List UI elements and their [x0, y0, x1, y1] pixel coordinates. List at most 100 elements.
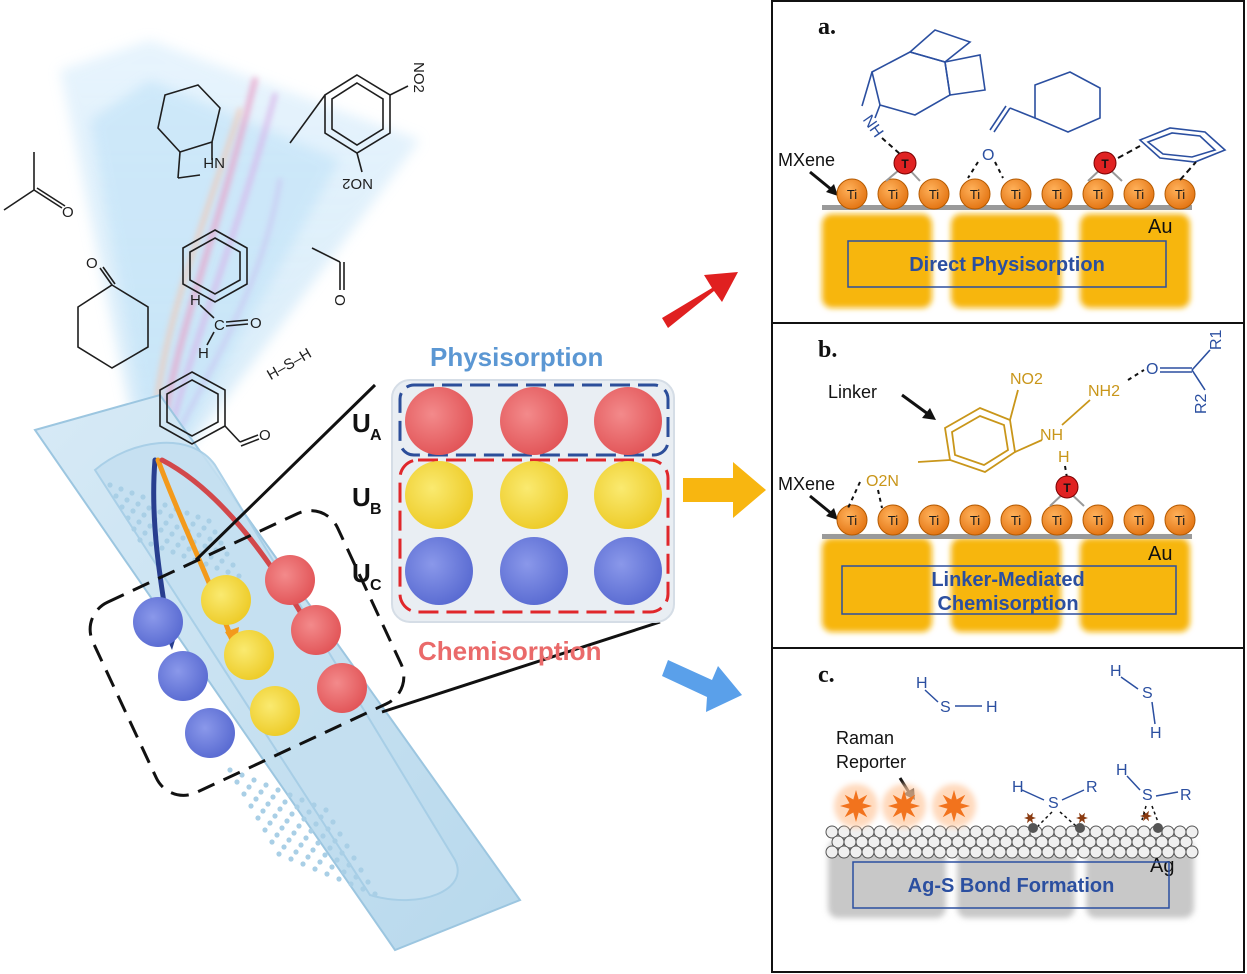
chip-microdot: [169, 531, 175, 537]
panel-a-ti-label: Ti: [1175, 187, 1185, 202]
svg-text:R: R: [1180, 787, 1192, 804]
panel-b-t-group: [1055, 475, 1079, 499]
benzaldehyde-o: O: [259, 427, 271, 444]
panel-b: b. Au Linker-Mediated Chemisorption Link…: [771, 322, 1245, 649]
chip-microdot: [163, 520, 169, 526]
panel-a-box-text: Direct Physisorption: [909, 254, 1105, 276]
light-beam: [60, 40, 420, 460]
panel-a-ti-atom: [959, 178, 991, 210]
chip-microdot: [241, 791, 247, 797]
ag-atom: [921, 845, 935, 859]
ag-atom: [1065, 845, 1079, 859]
chip-microdot: [225, 569, 231, 575]
svg-text:H: H: [1150, 725, 1162, 742]
chip-microdot: [291, 830, 297, 836]
panel-c-ag-lattice: [825, 825, 1199, 859]
panel-b-ti-label: Ti: [1093, 513, 1103, 528]
panel-a-ti-label: Ti: [1134, 187, 1144, 202]
array-spot-ub-1: [405, 461, 473, 529]
panel-a-t-label: T: [1101, 157, 1109, 171]
chip-microdot: [372, 891, 378, 897]
chip-microdot: [218, 540, 224, 546]
chip-microdot: [313, 821, 319, 827]
panel-c-h2s-left: H S H: [916, 675, 998, 716]
arrow-blue: [662, 660, 742, 712]
panel-b-box-text-2: Chemisorption: [937, 593, 1078, 615]
panel-b-nh2: NH2: [1088, 383, 1120, 400]
formaldehyde-h1: H: [190, 292, 201, 309]
ag-atom: [1017, 845, 1031, 859]
chip-microdot: [164, 538, 170, 544]
ag-atom: [1041, 845, 1055, 859]
array-spot-ub-2: [500, 461, 568, 529]
panel-c-ag-block: [957, 840, 1075, 918]
chip-microdot: [130, 508, 136, 514]
chip-sensor-spots: [133, 555, 367, 758]
chip-microdot: [289, 811, 295, 817]
panel-a-ti-label: Ti: [929, 187, 939, 202]
ag-atom: [897, 845, 911, 859]
acetaldehyde-o: O: [332, 294, 349, 306]
svg-text:B: B: [370, 501, 382, 518]
panel-c-hsr-1: H S R: [1012, 779, 1098, 827]
panel-a-o: O: [982, 147, 994, 164]
ag-atom: [885, 845, 899, 859]
molecule-nitrotoluene: [289, 74, 409, 173]
panel-b-mxene-arrowhead: [826, 508, 838, 520]
small-reporter-star: [1140, 810, 1152, 822]
ag-atom: [861, 845, 875, 859]
panel-c-bound-atom: [1153, 823, 1163, 833]
chip-microdot: [246, 784, 252, 790]
ag-atom: [1137, 845, 1151, 859]
chip-microdot: [196, 532, 202, 538]
chip-microdot: [317, 859, 323, 865]
chip-microdot: [325, 826, 331, 832]
panel-b-textbox: [841, 565, 1177, 615]
chip-spot-red: [317, 663, 367, 713]
cyclohexanone-o: O: [86, 255, 98, 272]
chip-microdot: [202, 543, 208, 549]
panel-b-gold-block: [951, 538, 1061, 632]
panel-a-ti-label: Ti: [1052, 187, 1062, 202]
ag-atom: [849, 845, 863, 859]
ag-atom: [993, 845, 1007, 859]
ag-atom: [873, 845, 887, 859]
panel-b-ti-label: Ti: [847, 513, 857, 528]
panel-a-ti-atom: [836, 178, 868, 210]
ag-atom: [1185, 825, 1199, 839]
chip-microdot: [131, 526, 137, 532]
chip-microdot: [170, 549, 176, 555]
panel-a-ti-atom: [877, 178, 909, 210]
panel-b-mxene-arrow: [809, 494, 833, 516]
acetone-o: O: [62, 204, 74, 221]
chip-microdot: [299, 797, 305, 803]
chip-microdot: [258, 789, 264, 795]
panel-a-t-group: [893, 151, 917, 175]
chip-microdot: [136, 519, 142, 525]
chip-microdot: [341, 869, 347, 875]
chip-microdot: [272, 813, 278, 819]
chip-microdot: [214, 565, 220, 571]
row-label-uc: U C: [352, 558, 382, 594]
chip-microdot: [288, 856, 294, 862]
panel-c-hsr-2: H S R: [1116, 762, 1192, 823]
chip-microdot: [146, 505, 152, 511]
chip-microdot: [203, 561, 209, 567]
array-spot-uc-2: [500, 537, 568, 605]
array-spot-ua-3: [594, 387, 662, 455]
chip-microdot: [107, 482, 113, 488]
molecule-cyclohexanone: [77, 266, 149, 369]
svg-text:S: S: [1142, 685, 1153, 702]
chip-microdot: [234, 779, 240, 785]
chip-spot-yellow: [224, 630, 274, 680]
chip-microdot: [346, 862, 352, 868]
panel-a-textbox: [847, 240, 1167, 288]
chip-microdot: [186, 546, 192, 552]
ag-atom: [1113, 845, 1127, 859]
chip-microdot: [124, 497, 130, 503]
panel-a-surface: [822, 205, 1192, 210]
panel-b-gold-block: [1080, 538, 1190, 632]
svg-text:U: U: [352, 482, 371, 512]
small-reporter-star: [1024, 812, 1036, 824]
